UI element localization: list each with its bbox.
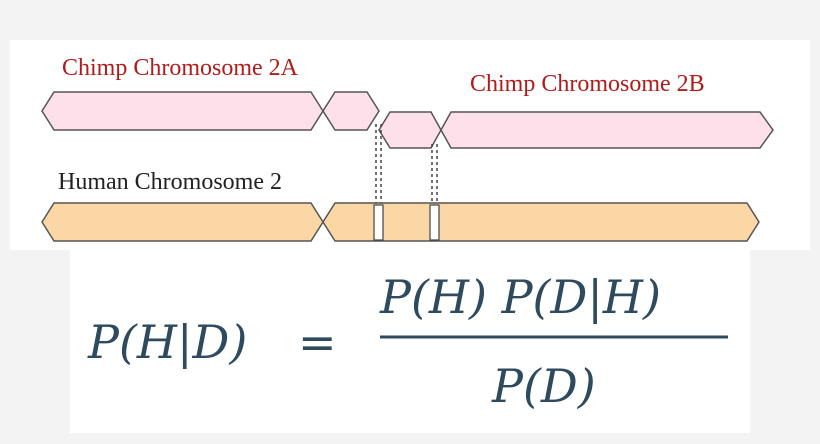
chimp-2a-label: Chimp Chromosome 2A [62, 55, 299, 81]
formula-denominator: P(D) [491, 359, 596, 413]
human-2-label: Human Chromosome 2 [58, 169, 282, 195]
fusion-marker-left [373, 204, 384, 241]
chromosome-diagram-panel: Chimp Chromosome 2A Chimp Chromosome 2B … [10, 40, 810, 250]
chimp-2b-right-arm [440, 111, 774, 149]
human-2-left-segment [41, 202, 324, 242]
chimp-2a-left-arm [41, 91, 324, 131]
chimp-2a-right-arm [322, 91, 380, 131]
human-2-right-segment [322, 202, 760, 242]
chimp-2b-left-arm [378, 111, 442, 149]
chromosome-diagram: Chimp Chromosome 2A Chimp Chromosome 2B … [41, 55, 774, 242]
formula-equals: = [298, 315, 337, 369]
chimp-2b-label: Chimp Chromosome 2B [470, 71, 705, 97]
bayes-formula: P(H|D) = P(H) P(D|H) P(D) [87, 270, 728, 413]
fusion-marker-right [429, 204, 440, 241]
formula-lhs: P(H|D) [87, 315, 247, 369]
correspondence-lines [375, 124, 438, 205]
formula-numerator: P(H) P(D|H) [379, 270, 661, 324]
bayes-formula-panel: P(H|D) = P(H) P(D|H) P(D) [70, 250, 750, 433]
